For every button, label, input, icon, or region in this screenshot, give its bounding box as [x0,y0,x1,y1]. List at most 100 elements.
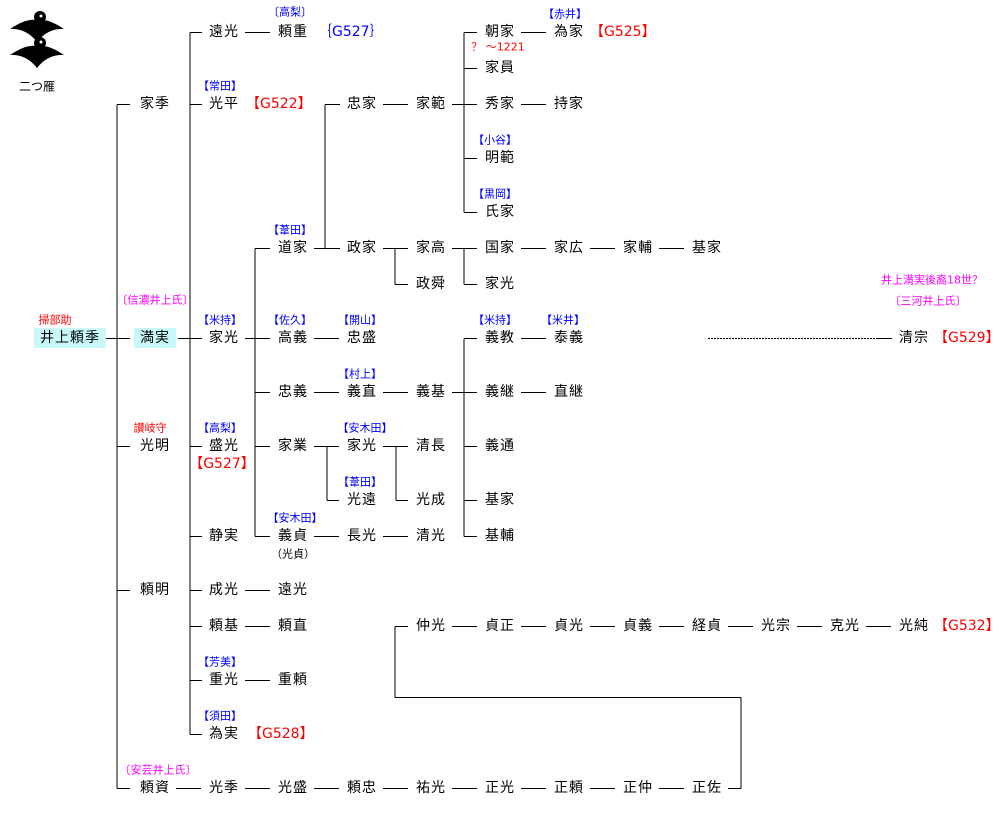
person-name: 貞光 [554,618,584,634]
person-name: 頼資 [140,780,170,796]
clan-name-tag: 【安木田】 [267,511,323,525]
person-name: 家光 [209,330,239,346]
person-name: 清長 [416,438,446,454]
person-name: 持家 [554,96,584,112]
clan-name-tag: 【芳美】 [198,655,242,669]
person-name: 光宗 [761,618,791,634]
person-name: 貞義 [623,618,653,634]
person-name: 基家 [692,240,722,256]
person-name: 忠盛 [347,330,377,346]
person-name: 国家 [485,240,515,256]
person-name: 成光 [209,582,239,598]
person-name: 頼忠 [347,780,377,796]
person-name: 為家 [554,24,584,40]
person-name: 家光 [485,276,515,292]
reference-code: 【G529】 [934,330,1000,346]
person-name: 経貞 [692,618,722,634]
person-name: 光平 [209,96,239,112]
branch-annotation: 〔三河井上氏〕 [889,294,967,308]
person-name: 家光 [347,438,377,454]
person-name: 仲光 [416,618,446,634]
clan-name-tag: 【開山】 [338,313,382,327]
person-name: 頼直 [278,618,308,634]
person-name: 光純 [899,618,929,634]
person-name: 義継 [485,384,515,400]
clan-name-tag: 【佐久】 [268,313,312,327]
person-name: 正光 [485,780,515,796]
person-name: 家員 [485,60,515,76]
person-name: 満実 [134,328,176,348]
person-name: 明範 [485,150,515,166]
person-name: 家範 [416,96,446,112]
clan-name-tag: 【赤井】 [543,7,587,21]
person-name: 光遠 [347,492,377,508]
clan-name-tag: 【常田】 [198,79,242,93]
reference-code: 【G525】 [590,24,656,40]
clan-name-tag: 【葦田】 [268,223,312,237]
person-name: 長光 [347,528,377,544]
branch-annotation: 〔安芸井上氏〕 [119,763,197,777]
reference-code: 【G532】 [934,618,1000,634]
title-annotation: 掃部助 [38,313,72,327]
alias-annotation: （光貞） [271,547,315,561]
clan-name-tag: 【須田】 [198,709,242,723]
person-name: 忠義 [278,384,308,400]
person-name: 遠光 [278,582,308,598]
person-name: 義通 [485,438,515,454]
clan-name-tag: 【小谷】 [473,133,517,147]
person-name: 政舜 [416,276,446,292]
person-name: 直継 [554,384,584,400]
person-name: 正佐 [692,780,722,796]
person-name: 家輔 [623,240,653,256]
person-name: 頼基 [209,618,239,634]
person-name: 氏家 [485,204,515,220]
branch-annotation: 〔信濃井上氏〕 [116,293,194,307]
crest-two-geese-icon [8,6,66,70]
person-name: 光盛 [278,780,308,796]
clan-name-tag: 【米持】 [198,313,242,327]
person-name: 家広 [554,240,584,256]
person-name: 頼明 [140,582,170,598]
person-name: 清宗 [899,330,929,346]
reference-code: 【G528】 [248,726,314,742]
person-name: 盛光 [209,438,239,454]
person-name: 家業 [278,438,308,454]
person-name: 高義 [278,330,308,346]
person-name: 正仲 [623,780,653,796]
person-name: 正頼 [554,780,584,796]
person-name: 朝家 [485,24,515,40]
clan-name-tag: ｛G527｝ [318,24,384,40]
title-annotation: 讃岐守 [133,421,167,435]
person-name: 為実 [209,726,239,742]
clan-name-tag: 〔高梨〕 [268,5,312,19]
person-name: 光季 [209,780,239,796]
person-name: 頼重 [278,24,308,40]
clan-name-tag: 【葦田】 [338,475,382,489]
person-name: 秀家 [485,96,515,112]
person-name: 義教 [485,330,515,346]
person-name: 重頼 [278,672,308,688]
branch-annotation: 井上満実後裔18世？ [881,273,983,287]
person-name: 道家 [278,240,308,256]
person-name: 祐光 [416,780,446,796]
clan-name-tag: 【黒岡】 [473,187,517,201]
reference-code: 【G522】 [246,96,312,112]
person-name: 義基 [416,384,446,400]
person-name: 義直 [347,384,377,400]
crest-label: 二つ雁 [18,79,56,94]
person-name: 克光 [830,618,860,634]
person-name: 静実 [209,528,239,544]
person-name: 遠光 [209,24,239,40]
person-name: 基家 [485,492,515,508]
person-name: 義貞 [278,528,308,544]
root-person-name: 井上頼季 [34,328,106,348]
clan-name-tag: 【米持】 [473,313,517,327]
clan-name-tag: 【高梨】 [198,421,242,435]
person-name: 家季 [140,96,170,112]
clan-name-tag: 【安木田】 [337,421,393,435]
person-name: 重光 [209,672,239,688]
person-name: 家高 [416,240,446,256]
clan-name-tag: 【米井】 [541,313,585,327]
person-name: 貞正 [485,618,515,634]
person-name: 光成 [416,492,446,508]
